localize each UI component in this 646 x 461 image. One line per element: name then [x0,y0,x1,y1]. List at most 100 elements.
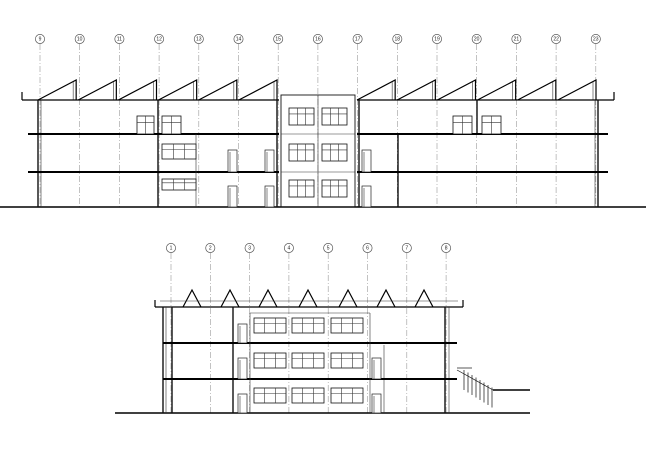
lower-grid-bubble: 2 [205,243,216,253]
lower-grid-label: 4 [288,245,291,251]
window-frame [253,317,287,334]
window [291,352,325,369]
window-frame [161,143,197,160]
upper-grid-label: 22 [553,36,559,42]
window-frame [288,143,315,162]
window-frame [291,317,325,334]
roof-tooth [517,79,557,101]
window [253,352,287,369]
upper-grid-label: 16 [315,36,321,42]
upper-grid-label: 18 [395,36,401,42]
door [264,149,275,173]
window-frame [291,352,325,369]
window [321,107,348,126]
window-frame [321,107,348,126]
door-frame [227,149,238,173]
lower-grid-bubble-circle [166,243,176,253]
window-frame [330,352,364,369]
window-frame [253,387,287,404]
lower-windows-and-doors [237,317,382,414]
lower-grid-bubble: 8 [441,243,452,253]
roof-peak [338,288,358,308]
lower-grid-label: 8 [445,245,448,251]
upper-grid-bubble-circle [35,34,45,44]
window [288,107,315,126]
upper-grid-bubble: 18 [392,34,403,44]
upper-grid-bubble: 19 [432,34,442,44]
door [227,185,238,208]
door [227,149,238,173]
stair-handrail [456,369,494,391]
window [330,352,364,369]
upper-grid-label: 15 [275,36,281,42]
window [161,143,197,160]
upper-grid-bubble: 22 [551,34,562,44]
door-frame [237,393,248,414]
roof-tooth [356,79,396,101]
door-frame [264,149,275,173]
upper-grid-label: 11 [117,36,122,42]
lower-grid-label: 2 [209,245,212,251]
door [371,393,382,414]
upper-grid-label: 21 [514,36,520,42]
lower-grid-bubble-circle [362,243,373,253]
upper-grid-bubble-circle [273,34,284,44]
roof-tooth [557,79,597,101]
window [452,115,473,135]
upper-grid-label: 10 [77,36,83,42]
roof-peak [220,288,240,308]
upper-grid-label: 23 [593,36,599,42]
door [237,357,248,380]
window [136,115,155,135]
door-frame [361,149,372,173]
window [330,317,364,334]
upper-grid-bubble-circle [154,34,165,44]
lower-grid-bubble-circle [401,243,412,253]
door-frame [361,185,372,208]
window-frame [291,387,325,404]
door [361,185,372,208]
upper-grid-bubble: 14 [233,34,244,44]
lower-external-stair [456,367,494,408]
window [253,387,287,404]
upper-grid-bubble-circle [590,34,601,44]
window [321,179,348,198]
upper-grid-bubble: 10 [74,34,85,44]
lower-grid-bubble: 3 [244,243,255,253]
door [361,149,372,173]
upper-grid-label: 9 [39,36,42,42]
door-frame [237,357,248,380]
roof-tooth [238,79,278,101]
window [481,115,502,135]
upper-grid-bubble-circle [312,34,323,44]
upper-grid-bubble-circle [233,34,244,44]
roof-tooth [118,79,158,101]
roof-tooth [437,79,477,101]
lower-grid-bubble-circle [441,243,452,253]
window [291,317,325,334]
roof-tooth [396,79,436,101]
upper-grid-label: 14 [236,36,242,42]
window-frame [288,179,315,198]
upper-grid-bubble-circle [193,34,204,44]
door [371,357,382,380]
lower-grid-label: 6 [366,245,369,251]
upper-grid-bubble: 23 [590,34,601,44]
upper-grid-label: 19 [434,36,440,42]
lower-grid-lines [170,253,447,413]
door [237,323,248,344]
lower-grid-bubble: 5 [323,243,334,253]
upper-grid-bubble-circle [392,34,403,44]
lower-grid-label: 5 [327,245,330,251]
roof-peak [414,288,434,308]
door-frame [227,185,238,208]
roof-peak [298,288,318,308]
window [161,115,182,135]
upper-grid-bubble: 9 [35,34,45,44]
upper-grid-bubble-circle [74,34,85,44]
window-frame [330,317,364,334]
roof-tooth [158,79,198,101]
window-frame [161,178,197,191]
window-frame [330,387,364,404]
